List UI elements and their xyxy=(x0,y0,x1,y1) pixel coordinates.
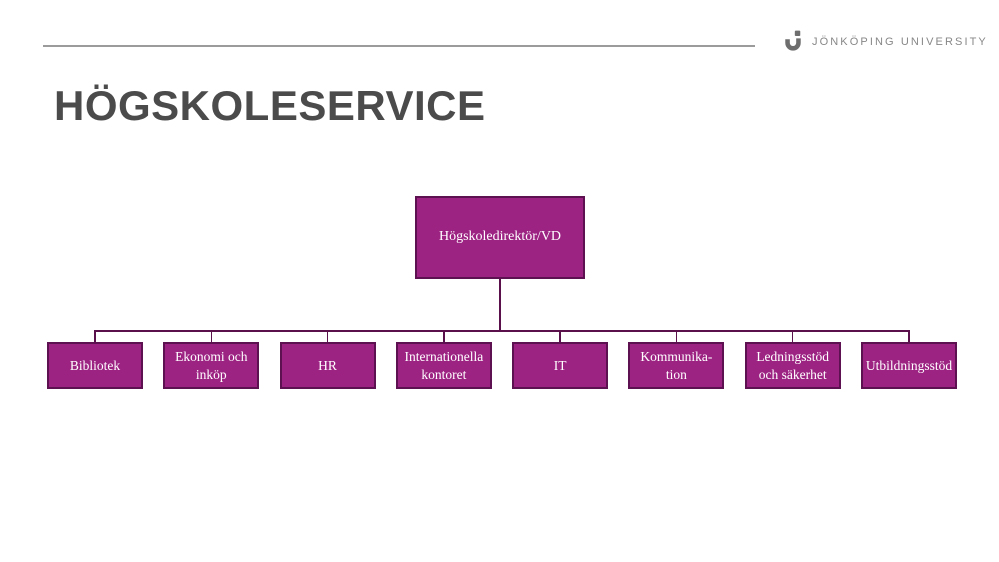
org-node-kommunikation: Kommunika- tion xyxy=(628,330,725,389)
org-node-box: Ekonomi och inköp xyxy=(163,342,260,389)
org-node-box: HR xyxy=(279,342,376,389)
org-node-label: Kommunika- tion xyxy=(640,348,713,382)
org-node-internationella-kontoret: Internationella kontoret xyxy=(395,330,492,389)
connector-stub xyxy=(443,330,445,342)
org-node-box: Internationella kontoret xyxy=(395,342,492,389)
org-node-hr: HR xyxy=(279,330,376,389)
org-node-root-label: Högskoledirektör/VD xyxy=(438,229,562,245)
org-node-utbildningsstod: Utbildningsstöd xyxy=(860,330,957,389)
ju-logo-icon xyxy=(785,30,801,51)
org-node-label: Ekonomi och inköp xyxy=(175,348,248,382)
connector-horizontal xyxy=(95,330,910,332)
org-node-box: Utbildningsstöd xyxy=(860,342,957,389)
connector-stub xyxy=(326,330,329,342)
connector-stub xyxy=(210,330,213,342)
org-node-bibliotek: Bibliotek xyxy=(47,330,143,389)
connector-stub xyxy=(559,330,561,342)
connector-stub xyxy=(908,330,910,342)
org-node-root: Högskoledirektör/VD xyxy=(415,196,585,279)
org-node-label: HR xyxy=(318,357,337,373)
org-node-box: Ledningsstöd och säkerhet xyxy=(744,342,841,389)
university-logo-text: JÖNKÖPING UNIVERSITY xyxy=(812,35,988,48)
connector-root-vertical xyxy=(499,279,501,330)
org-node-label: Ledningsstöd och säkerhet xyxy=(756,348,830,382)
org-node-label: Internationella kontoret xyxy=(404,348,484,382)
connector-stub xyxy=(94,330,96,342)
header-divider xyxy=(43,45,755,47)
org-node-ekonomi-och-inkop: Ekonomi och inköp xyxy=(163,330,260,389)
org-node-label: Utbildningsstöd xyxy=(865,357,953,373)
org-node-ledningsstod-och-sakerhet: Ledningsstöd och säkerhet xyxy=(744,330,841,389)
org-node-box: Bibliotek xyxy=(47,342,143,389)
org-node-box: Kommunika- tion xyxy=(628,342,725,389)
org-node-label: IT xyxy=(553,357,567,373)
connector-stub xyxy=(675,330,678,342)
connector-stub xyxy=(791,330,794,342)
page-title: HÖGSKOLESERVICE xyxy=(54,82,486,129)
org-children-row: Bibliotek Ekonomi och inköp HR Internati… xyxy=(47,330,957,389)
org-node-label: Bibliotek xyxy=(69,357,121,373)
university-logo: JÖNKÖPING UNIVERSITY xyxy=(783,30,988,53)
org-node-it: IT xyxy=(512,330,609,389)
org-node-box: IT xyxy=(512,342,609,389)
